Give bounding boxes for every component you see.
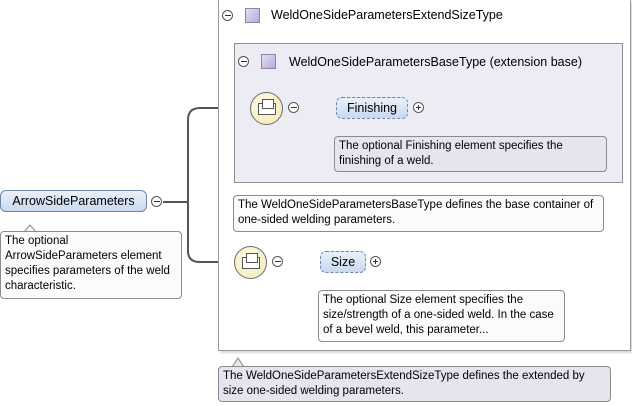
base-type-icon (261, 54, 276, 69)
pointer-root-doc (23, 224, 37, 233)
base-type-title: WeldOneSideParametersBaseType (extension… (289, 55, 582, 69)
collapse-sequence-icon[interactable] (288, 102, 299, 113)
element-arrow-side-parameters[interactable]: ArrowSideParameters (0, 190, 147, 212)
connector-to-size-sequence (187, 202, 234, 263)
complex-type-icon (245, 8, 260, 23)
expand-size-icon[interactable] (370, 256, 381, 267)
expand-finishing-icon[interactable] (413, 102, 424, 113)
element-finishing[interactable]: Finishing (336, 97, 408, 119)
pointer-outer-doc (231, 357, 245, 368)
size-doc: The optional Size element specifies the … (318, 290, 565, 342)
extend-type-title: WeldOneSideParametersExtendSizeType (271, 8, 503, 22)
collapse-arrow-side-icon[interactable] (151, 196, 162, 207)
collapse-extend-type-icon[interactable] (222, 10, 233, 21)
element-size[interactable]: Size (320, 251, 366, 273)
sequence-compositor-icon[interactable] (234, 246, 267, 279)
collapse-sequence-icon[interactable] (272, 256, 283, 267)
sequence-compositor-icon[interactable] (250, 92, 283, 125)
finishing-doc: The optional Finishing element specifies… (334, 136, 607, 172)
collapse-base-type-icon[interactable] (238, 56, 249, 67)
extend-type-doc: The WeldOneSideParametersExtendSizeType … (218, 366, 611, 402)
base-type-doc: The WeldOneSideParametersBaseType define… (233, 195, 604, 232)
connector-to-finishing-sequence (163, 107, 250, 203)
arrow-side-parameters-doc: The optional ArrowSideParameters element… (0, 231, 182, 299)
